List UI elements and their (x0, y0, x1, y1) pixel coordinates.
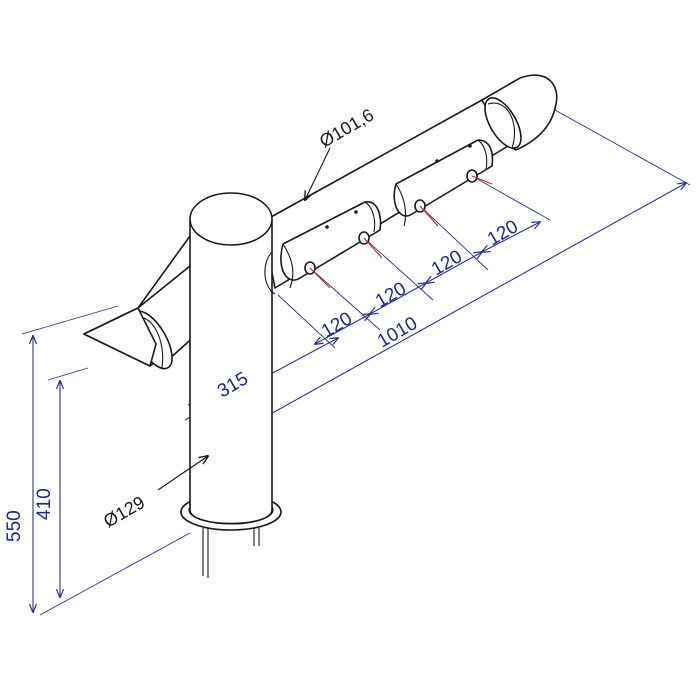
vertical-post (180, 192, 282, 578)
dimension-1010-line (222, 183, 686, 441)
dimension-spacing-line-3 (426, 252, 482, 283)
extension-line-hole-5 (471, 175, 551, 221)
hole-centerline-3 (419, 205, 439, 227)
dimension-spacing-line-1 (315, 314, 370, 344)
clamp-band-1 (280, 201, 382, 281)
rivet-dot (354, 210, 358, 214)
hole-centerline-4 (471, 175, 493, 185)
post-top-cap (189, 192, 273, 246)
clamp-band-1-edge-right (364, 201, 376, 233)
tube-collar-inner (487, 102, 516, 149)
tube-collar (484, 97, 522, 149)
hole-centerline-1 (309, 267, 331, 289)
label-length: 1010 (374, 313, 421, 352)
dimension-spacing-line-4 (482, 222, 540, 252)
extension-line-arm-top (21, 305, 119, 335)
extension-line-tip (554, 109, 691, 186)
label-spacing-3: 120 (428, 246, 466, 280)
label-total-height: 550 (4, 510, 25, 542)
extension-line-ground (39, 532, 191, 616)
clamp-band-2-edge (395, 183, 407, 227)
rivet-dot (468, 144, 472, 148)
leader-post-diameter (157, 456, 208, 491)
label-spacing-4: 120 (484, 216, 522, 250)
rivet-dot (325, 225, 329, 229)
clamp-band-1-edge (282, 243, 294, 289)
hole-centerline-2 (363, 237, 383, 259)
post-tube-joint (264, 251, 276, 295)
leader-tube-diameter (305, 147, 331, 200)
clamp-band-2-edge-right (477, 139, 488, 171)
label-post-diameter: Ø129 (100, 492, 148, 531)
horizontal-tube (261, 74, 558, 289)
label-tube-diameter: Ø101,6 (316, 105, 377, 152)
dimension-spacing-line-2 (370, 283, 426, 314)
side-arm-tip (83, 307, 157, 367)
label-spacing-2: 120 (372, 278, 410, 312)
rivet-dot (435, 159, 439, 163)
post-body (189, 219, 273, 525)
clamp-band-2 (393, 139, 494, 217)
extension-line-arm-mid (47, 367, 89, 381)
label-arm-height: 410 (34, 488, 55, 520)
